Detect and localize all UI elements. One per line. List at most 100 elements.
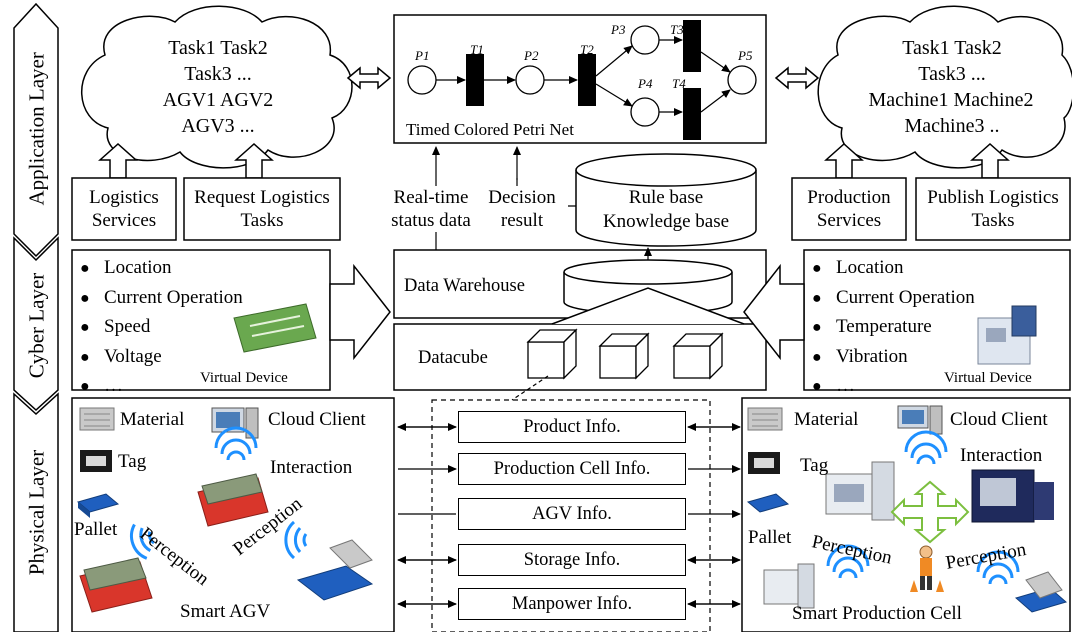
- left-wifi-icon-3: [284, 520, 308, 560]
- datacube-label: Datacube: [418, 348, 488, 368]
- right-virtual-list: Location Current Operation Temperature V…: [812, 254, 975, 402]
- label-p5: P5: [738, 48, 753, 63]
- production-up-arrow: [824, 142, 864, 179]
- place-p3: [630, 25, 660, 55]
- physical-layer-label: Physical Layer: [24, 449, 49, 576]
- left-wifi-icon: [214, 426, 258, 461]
- right-machine-icon-2: [971, 469, 1054, 523]
- right-interaction-label: Interaction: [960, 445, 1043, 466]
- label-t4: T4: [672, 76, 686, 91]
- right-virtual-item: Vibration: [812, 343, 975, 373]
- left-pallet-label: Pallet: [74, 519, 118, 540]
- rule-base-cylinder: [575, 170, 757, 247]
- manpower-info-box: Manpower Info.: [458, 588, 686, 620]
- datacube-up-arrow: [551, 287, 745, 325]
- logistics-services-box: [71, 177, 177, 241]
- cube-2: [598, 332, 650, 380]
- left-agv-icon-2: [79, 557, 153, 613]
- request-tasks-label: Request Logistics Tasks: [194, 187, 330, 231]
- smart-production-cell-label: Smart Production Cell: [792, 603, 962, 624]
- right-wifi-icon: [904, 430, 948, 465]
- knowledge-base-label: Knowledge base: [602, 211, 730, 232]
- left-wifi-icon-2: [130, 523, 155, 560]
- label-p4: P4: [638, 76, 653, 91]
- cyber-layer-label: Cyber Layer: [24, 272, 49, 379]
- right-pallet-material-icon: [1014, 571, 1068, 613]
- right-wifi-icon-2: [826, 544, 870, 579]
- publish-tasks-box: [915, 177, 1071, 241]
- right-machine-icon-3: [763, 563, 815, 609]
- place-p1: [407, 65, 437, 95]
- left-cloud-line-2: Task3 ...: [184, 63, 252, 85]
- label-p1: P1: [415, 48, 430, 63]
- right-double-arrow: [774, 66, 820, 90]
- place-p5: [727, 65, 757, 95]
- left-tag-icon: [80, 450, 112, 472]
- right-material-icon: [747, 407, 783, 431]
- transition-t2: [578, 54, 596, 106]
- right-virtual-item: Current Operation: [812, 284, 975, 314]
- right-virtual-item: Location: [812, 254, 975, 284]
- left-material-icon: [79, 407, 115, 431]
- rule-base-label: Rule base: [628, 187, 704, 208]
- left-pallet-icon: [76, 493, 120, 518]
- left-cloud-client-label: Cloud Client: [268, 409, 366, 430]
- left-virtual-item: Location: [80, 254, 243, 284]
- left-virtual-item: Voltage: [80, 343, 243, 373]
- publish-tasks-label: Publish Logistics Tasks: [927, 187, 1059, 231]
- left-virtual-device-image: [233, 303, 317, 353]
- cube-1: [526, 328, 578, 380]
- right-tag-icon: [748, 452, 780, 474]
- right-machine-icon-1: [825, 461, 895, 521]
- physical-layer-chevron: [13, 392, 59, 632]
- right-material-label: Material: [794, 409, 859, 430]
- left-virtual-item: …: [80, 372, 243, 402]
- right-cyber-arrow: [743, 263, 805, 361]
- publish-up-arrow: [970, 142, 1010, 179]
- right-cloud-line-3: Machine1 Machine2: [868, 89, 1034, 111]
- cube-3: [672, 332, 724, 380]
- cyber-layer-chevron: [13, 236, 59, 412]
- data-warehouse-label: Data Warehouse: [404, 276, 525, 296]
- right-cloud-line-1: Task1 Task2: [902, 37, 1002, 59]
- place-p4: [630, 97, 660, 127]
- label-p3: P3: [611, 22, 626, 37]
- label-t2: T2: [580, 42, 594, 57]
- transition-t1: [466, 54, 484, 106]
- decision-result-label: Decision result: [476, 186, 568, 232]
- left-agv-icon-1: [197, 473, 269, 527]
- label-t3: T3: [670, 22, 684, 37]
- left-cloud-line-4: AGV3 ...: [181, 115, 255, 137]
- request-tasks-box: [183, 177, 341, 241]
- left-virtual-list: Location Current Operation Speed Voltage…: [80, 254, 243, 402]
- transition-t3: [683, 20, 701, 72]
- right-cloud-line-2: Task3 ...: [918, 63, 986, 85]
- right-virtual-caption: Virtual Device: [944, 370, 1032, 386]
- right-cloud-line-4: Machine3 ..: [904, 115, 1000, 137]
- logistics-services-label: Logistics Services: [89, 187, 159, 231]
- left-cloud-line-1: Task1 Task2: [168, 37, 268, 59]
- left-pallet-material-icon: [296, 539, 374, 601]
- application-layer-chevron: [13, 2, 59, 258]
- right-cross-arrow-icon: [890, 480, 970, 544]
- smart-agv-label: Smart AGV: [180, 601, 271, 622]
- agv-info-box: AGV Info.: [458, 498, 686, 530]
- left-double-arrow: [346, 66, 392, 90]
- right-pallet-icon: [746, 493, 790, 513]
- label-p2: P2: [524, 48, 539, 63]
- place-p2: [515, 65, 545, 95]
- logistics-up-arrow: [98, 142, 138, 179]
- right-virtual-item: Temperature: [812, 313, 975, 343]
- production-cell-info-box: Production Cell Info.: [458, 453, 686, 485]
- left-virtual-item: Current Operation: [80, 284, 243, 314]
- right-wifi-icon-3: [976, 550, 1020, 585]
- info-dashed-frame: [431, 399, 711, 632]
- right-worker-icon: [910, 545, 944, 592]
- right-cloud-client-label: Cloud Client: [950, 409, 1048, 430]
- right-tag-label: Tag: [800, 455, 829, 476]
- production-services-box: [791, 177, 907, 241]
- left-interaction-label: Interaction: [270, 457, 353, 478]
- right-virtual-device-image: [977, 305, 1037, 365]
- application-layer-label: Application Layer: [24, 52, 49, 206]
- production-services-label: Production Services: [807, 187, 891, 231]
